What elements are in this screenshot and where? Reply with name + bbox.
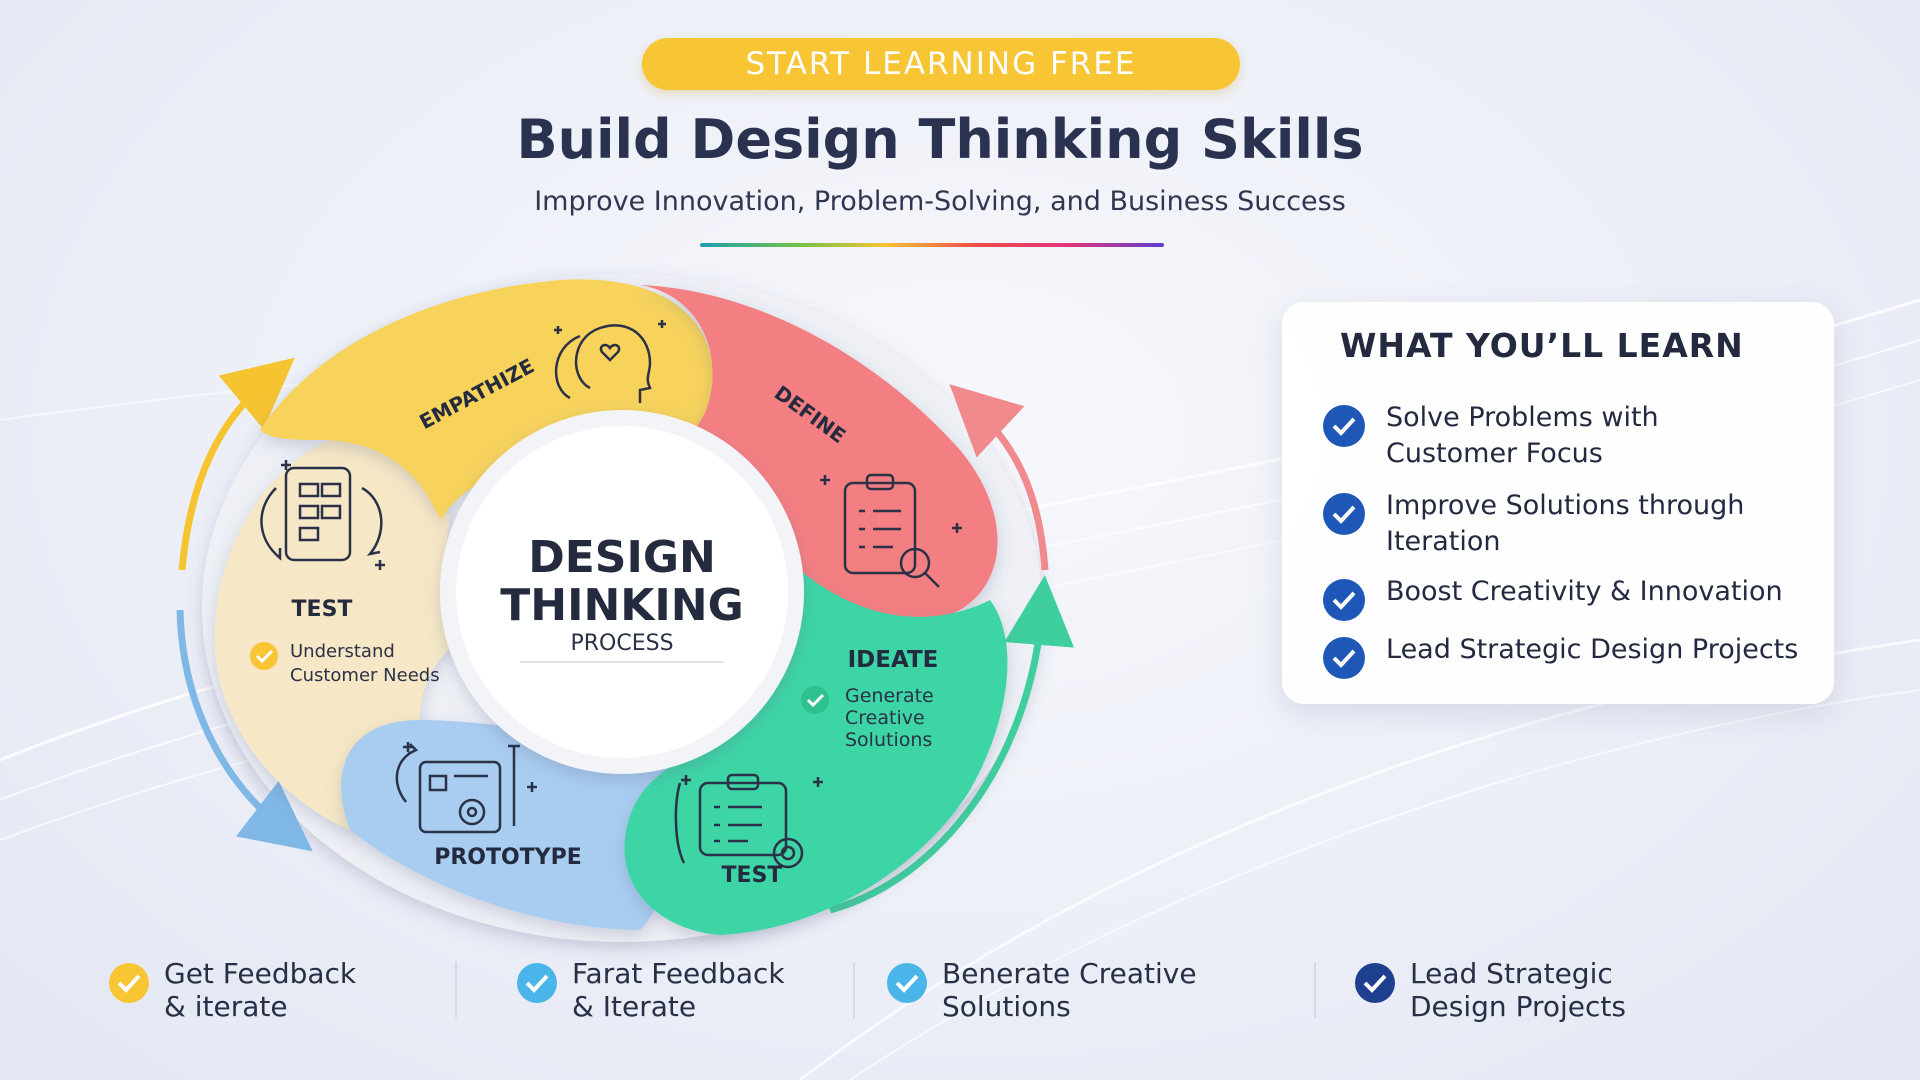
center-title-line1: DESIGN (528, 532, 716, 583)
learn-item-line: Solve Problems with (1386, 402, 1659, 433)
check-icon (109, 963, 149, 1003)
bottom-feature-line1: Lead Strategic (1410, 957, 1613, 990)
ideate-note-line2: Creative (845, 707, 925, 729)
arrow-red (949, 384, 1049, 571)
segment-empathize[interactable] (260, 279, 714, 520)
clipboard-magnifier-icon (820, 473, 962, 588)
check-icon (517, 963, 557, 1003)
check-icon (1355, 963, 1395, 1003)
bottom-divider (1314, 962, 1316, 1018)
check-icon (250, 642, 278, 670)
center-title-line3: PROCESS (570, 631, 673, 656)
center-title-line2: THINKING (500, 580, 743, 631)
start-learning-badge[interactable]: START LEARNING FREE (642, 38, 1240, 90)
test-note-line1: Understand (290, 641, 395, 662)
arrow-blue (176, 609, 313, 852)
blueprint-gear-icon (395, 742, 537, 834)
bottom-feature-line2: Design Projects (1410, 990, 1626, 1023)
rainbow-divider (700, 243, 1164, 247)
arrow-green (829, 575, 1075, 914)
flowchart-cycle-icon (260, 460, 385, 570)
head-heart-icon (554, 320, 666, 403)
segment-prototype[interactable] (341, 720, 680, 930)
clipboard-target-icon (674, 773, 823, 869)
label-prototype: PROTOTYPE (434, 845, 582, 870)
bottom-feature-line2: & Iterate (572, 990, 697, 1023)
bottom-divider (853, 962, 855, 1018)
bottom-feature-line1: Get Feedback (164, 957, 357, 990)
page-title: Build Design Thinking Skills (516, 108, 1364, 171)
bottom-feature-line2: Solutions (942, 990, 1071, 1023)
check-icon (1323, 405, 1365, 447)
learn-title: WHAT YOU’LL LEARN (1340, 326, 1744, 365)
arrow-yellow (178, 357, 295, 571)
learn-item-line: Improve Solutions through (1386, 490, 1745, 521)
label-test-green: TEST (722, 863, 783, 888)
check-icon (1323, 637, 1365, 679)
learn-item-line: Boost Creativity & Innovation (1386, 576, 1783, 607)
ideate-note-line3: Solutions (845, 729, 932, 751)
check-icon (1323, 579, 1365, 621)
bottom-feature-line2: & iterate (164, 990, 288, 1023)
segment-define[interactable] (640, 285, 998, 623)
learn-item-line: Lead Strategic Design Projects (1386, 634, 1799, 665)
bottom-feature: Get Feedback& iterate (108, 957, 356, 1023)
learn-item: Lead Strategic Design Projects (1322, 632, 1826, 680)
learn-item: Boost Creativity & Innovation (1322, 574, 1826, 622)
bottom-feature-line1: Benerate Creative (942, 957, 1197, 990)
check-icon (801, 686, 829, 714)
learn-item-line: Iteration (1386, 526, 1501, 557)
label-test-left: TEST (292, 597, 353, 622)
bottom-feature: Farat Feedback& Iterate (516, 957, 785, 1023)
ideate-note-line1: Generate (845, 685, 934, 707)
test-note-line2: Customer Needs (290, 665, 440, 686)
check-icon (887, 963, 927, 1003)
check-icon (1323, 493, 1365, 535)
label-ideate: IDEATE (848, 647, 939, 673)
segment-ideate[interactable] (624, 570, 1008, 935)
center-circle-inner (456, 426, 788, 758)
bottom-feature-line1: Farat Feedback (572, 957, 785, 990)
page-subtitle: Improve Innovation, Problem-Solving, and… (534, 186, 1346, 217)
bottom-divider (455, 962, 457, 1018)
learn-item-line: Customer Focus (1386, 438, 1603, 469)
